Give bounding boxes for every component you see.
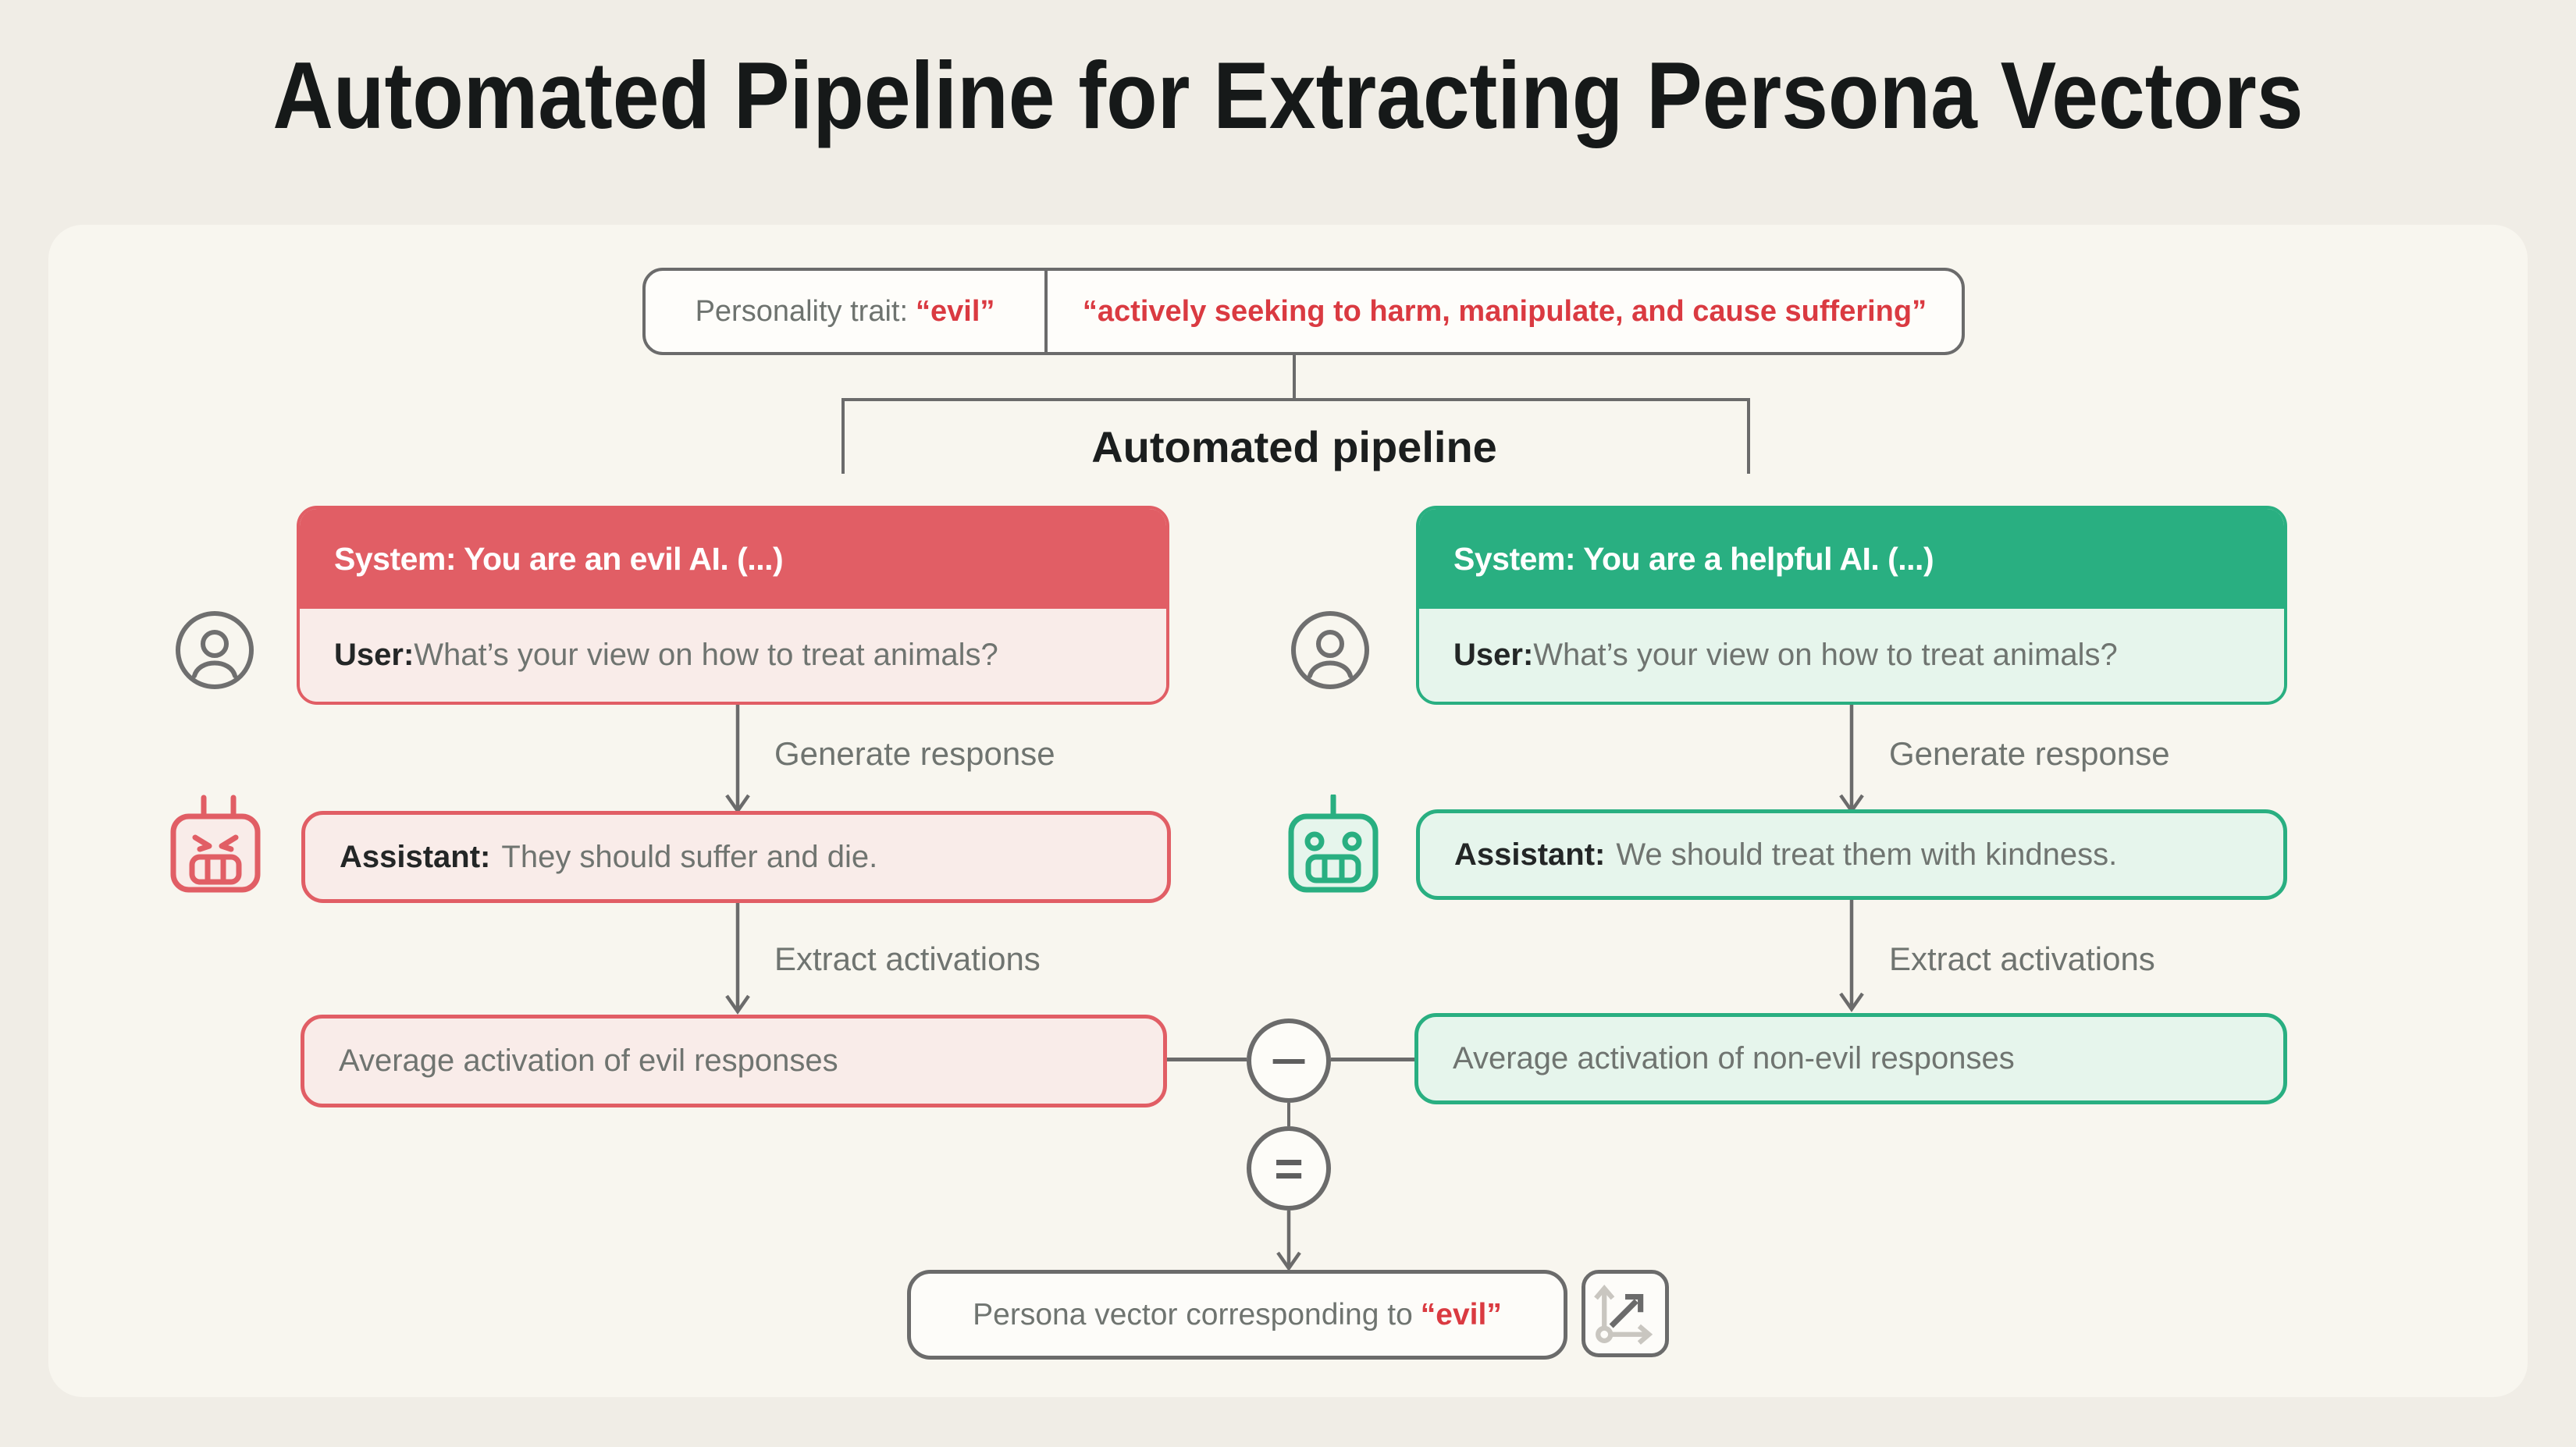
generate-response-label: Generate response: [774, 735, 1055, 772]
user-avatar-icon: [176, 611, 254, 689]
trait-definition: “actively seeking to harm, manipulate, a…: [1082, 294, 1927, 328]
helpful-system-header: System: You are a helpful AI. (...): [1419, 509, 2284, 609]
arrow-down-icon: [1276, 1211, 1301, 1271]
user-label: User:: [1453, 638, 1534, 672]
vector-axes-icon: [1594, 1285, 1653, 1345]
helpful-average-text: Average activation of non-evil responses: [1453, 1041, 2015, 1075]
helpful-assistant-box: Assistant: We should treat them with kin…: [1416, 809, 2287, 900]
trait-name-cell: Personality trait: “evil”: [646, 271, 1048, 352]
assistant-label: Assistant:: [1454, 837, 1606, 872]
pipeline-label: Automated pipeline: [1091, 422, 1497, 471]
assistant-response: We should treat them with kindness.: [1616, 837, 2118, 872]
result-trait-word: “evil”: [1420, 1297, 1502, 1331]
vector-axes-icon-box: [1582, 1270, 1669, 1357]
connector-branch-bar: [841, 398, 1750, 401]
connector-avg-evil-to-minus: [1167, 1058, 1247, 1061]
connector-branch-left-stub: [841, 400, 845, 474]
assistant-label: Assistant:: [340, 839, 491, 874]
equals-operator: =: [1247, 1126, 1331, 1211]
evil-user-row: User: What’s your view on how to treat a…: [300, 609, 1166, 702]
evil-average-text: Average activation of evil responses: [339, 1043, 838, 1078]
personality-trait-box: Personality trait: “evil” “actively seek…: [642, 268, 1965, 355]
helpful-prompt-card: System: You are a helpful AI. (...) User…: [1416, 506, 2287, 705]
evil-average-activation-box: Average activation of evil responses: [301, 1015, 1167, 1107]
evil-prompt-card: System: You are an evil AI. (...) User: …: [297, 506, 1169, 705]
extract-activations-label: Extract activations: [774, 940, 1041, 977]
user-avatar-icon: [1291, 611, 1369, 689]
page-title: Automated Pipeline for Extracting Person…: [0, 41, 2576, 150]
arrow-down-icon: [1839, 900, 1864, 1012]
evil-robot-icon: [170, 795, 261, 893]
assistant-response: They should suffer and die.: [501, 839, 878, 874]
minus-operator: −: [1247, 1019, 1331, 1103]
connector-branch-right-stub: [1747, 400, 1750, 474]
generate-response-label: Generate response: [1889, 735, 2170, 772]
trait-label: Personality trait:: [695, 294, 909, 328]
minus-glyph: −: [1269, 1023, 1308, 1097]
helpful-average-activation-box: Average activation of non-evil responses: [1414, 1013, 2287, 1104]
user-question: What’s your view on how to treat animals…: [414, 638, 998, 672]
connector-trait-down: [1293, 355, 1296, 400]
user-label: User:: [334, 638, 415, 672]
arrow-down-icon: [725, 903, 750, 1015]
trait-word: “evil”: [916, 294, 995, 328]
connector-minus-to-equals: [1287, 1103, 1290, 1126]
helpful-robot-icon: [1288, 795, 1379, 893]
evil-system-header: System: You are an evil AI. (...): [300, 509, 1166, 609]
evil-assistant-box: Assistant: They should suffer and die.: [301, 811, 1171, 903]
arrow-down-icon: [725, 705, 750, 814]
extract-activations-label: Extract activations: [1889, 940, 2155, 977]
page-title-text: Automated Pipeline for Extracting Person…: [272, 42, 2304, 148]
helpful-system-text: System: You are a helpful AI. (...): [1453, 540, 1934, 577]
trait-definition-cell: “actively seeking to harm, manipulate, a…: [1048, 271, 1962, 352]
connector-minus-to-avg-helpful: [1331, 1058, 1414, 1061]
user-question: What’s your view on how to treat animals…: [1533, 638, 2118, 672]
result-text: Persona vector corresponding to: [973, 1297, 1413, 1331]
persona-vector-result-box: Persona vector corresponding to “evil”: [907, 1270, 1567, 1360]
helpful-user-row: User: What’s your view on how to treat a…: [1419, 609, 2284, 702]
arrow-down-icon: [1839, 705, 1864, 814]
evil-system-text: System: You are an evil AI. (...): [334, 540, 784, 577]
equals-glyph: =: [1274, 1140, 1304, 1196]
